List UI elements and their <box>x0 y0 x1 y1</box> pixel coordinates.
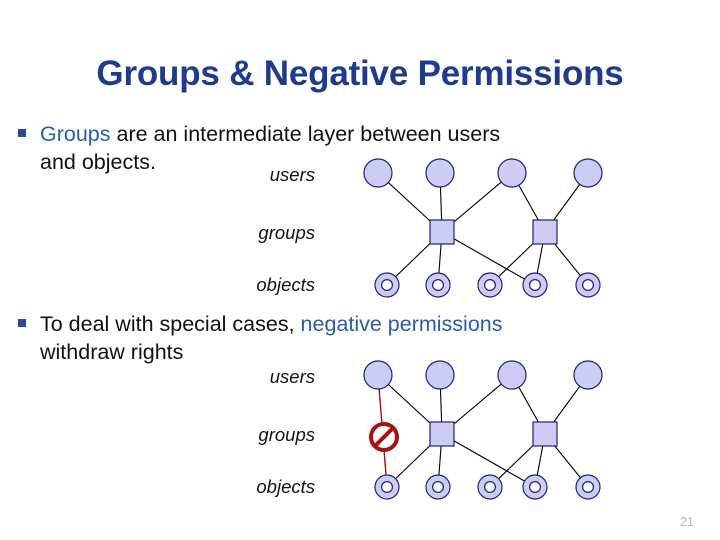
groups-diagram <box>350 150 690 300</box>
bullet-2-line-2: withdraw rights <box>40 340 184 364</box>
object-node-o1[interactable] <box>374 474 400 500</box>
user-node-u2[interactable] <box>425 158 455 188</box>
row-label-users: users <box>269 164 315 185</box>
group-node-g2[interactable] <box>532 219 558 245</box>
object-ring-inner <box>484 481 497 494</box>
object-ring-inner <box>529 481 542 494</box>
object-node-o4[interactable] <box>522 272 548 298</box>
row-label-objects: objects <box>256 476 315 497</box>
bullet-1-rest: are an intermediate layer between users <box>110 122 501 146</box>
object-node-o3[interactable] <box>477 474 503 500</box>
bullet-item-2: To deal with special cases, negative per… <box>18 310 678 366</box>
bullet-1-highlight: Groups <box>40 122 111 146</box>
edge-g1-o4 <box>441 231 536 286</box>
user-node-u2[interactable] <box>425 360 455 390</box>
edge-g1-o4 <box>441 433 536 488</box>
prohibition-slash <box>373 426 395 448</box>
object-node-o1[interactable] <box>374 272 400 298</box>
group-node-g2[interactable] <box>532 421 558 447</box>
bullet-1-line-1: Groups are an intermediate layer between… <box>40 120 678 148</box>
user-node-u1[interactable] <box>363 158 393 188</box>
object-ring-inner <box>582 279 595 292</box>
object-node-o2[interactable] <box>425 272 451 298</box>
bullet-1-line-2: and objects. <box>40 150 156 174</box>
object-ring-inner <box>529 279 542 292</box>
object-ring-inner <box>431 481 444 494</box>
group-node-g1[interactable] <box>429 219 455 245</box>
page-title: Groups & Negative Permissions <box>96 54 624 93</box>
square-bullet-icon <box>18 129 26 137</box>
user-node-u3[interactable] <box>497 360 527 390</box>
group-node-g1[interactable] <box>429 421 455 447</box>
object-ring-inner <box>484 279 497 292</box>
row-label-objects: objects <box>256 274 315 295</box>
object-node-o3[interactable] <box>477 272 503 298</box>
object-ring-inner <box>381 481 394 494</box>
user-node-u1[interactable] <box>363 360 393 390</box>
prohibition-icon[interactable] <box>369 422 399 452</box>
square-bullet-icon <box>18 319 26 327</box>
row-label-groups: groups <box>258 424 315 445</box>
user-node-u3[interactable] <box>497 158 527 188</box>
object-ring-inner <box>381 279 394 292</box>
bullet-2-lead: To deal with special cases, <box>40 312 301 336</box>
bullet-2-line-1: To deal with special cases, negative per… <box>40 310 678 338</box>
user-node-u4[interactable] <box>573 158 603 188</box>
object-node-o5[interactable] <box>575 474 601 500</box>
object-node-o4[interactable] <box>522 474 548 500</box>
object-ring-inner <box>582 481 595 494</box>
object-node-o5[interactable] <box>575 272 601 298</box>
object-node-o2[interactable] <box>425 474 451 500</box>
row-label-users: users <box>269 366 315 387</box>
negative-permissions-diagram-svg <box>363 360 603 500</box>
object-ring-inner <box>431 279 444 292</box>
negative-permissions-diagram <box>350 352 690 502</box>
page-number: 21 <box>680 515 694 529</box>
bullet-item-1: Groups are an intermediate layer between… <box>18 120 678 176</box>
groups-diagram-svg <box>363 158 603 298</box>
row-label-groups: groups <box>258 222 315 243</box>
bullet-2-highlight: negative permissions <box>300 312 503 336</box>
user-node-u4[interactable] <box>573 360 603 390</box>
